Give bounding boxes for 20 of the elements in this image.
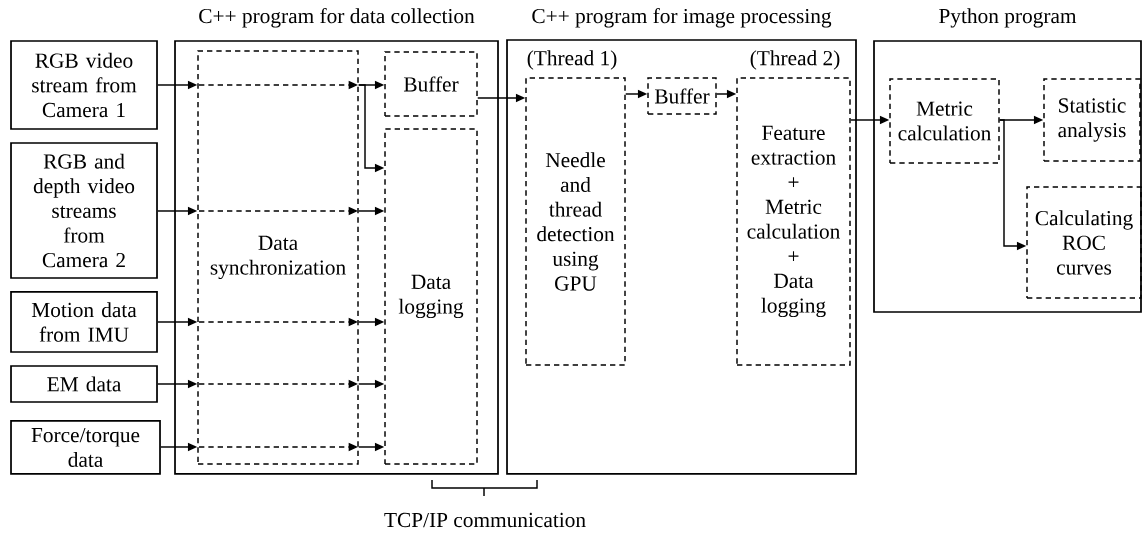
bracket-label: TCP/IP communication xyxy=(384,512,586,528)
process-box: Buffer xyxy=(384,51,478,117)
process-box: Statistic analysis xyxy=(1043,78,1141,162)
input-box: Motion data from IMU xyxy=(10,291,158,353)
thread-label: (Thread 1) xyxy=(527,50,617,70)
panel-heading: Python program xyxy=(939,8,1077,28)
process-box: Feature extraction + Metric calculation + Data logging xyxy=(736,77,851,366)
input-box: EM data xyxy=(10,365,158,403)
process-box: Calculating ROC curves xyxy=(1026,186,1142,299)
thread-label: (Thread 2) xyxy=(750,50,840,70)
process-box: Needle and thread detection using GPU xyxy=(525,77,626,366)
input-box: RGB and depth video streams from Camera 2 xyxy=(10,142,158,279)
input-box: RGB video stream from Camera 1 xyxy=(10,40,158,130)
process-box: Data synchronization xyxy=(197,50,359,465)
input-box: Force/torque data xyxy=(10,420,161,475)
process-box: Buffer xyxy=(647,77,717,115)
process-box: Data logging xyxy=(384,128,478,465)
panel-heading: C++ program for image processing xyxy=(532,8,832,28)
process-box: Metric calculation xyxy=(889,78,1000,164)
panel-heading: C++ program for data collection xyxy=(199,8,475,28)
